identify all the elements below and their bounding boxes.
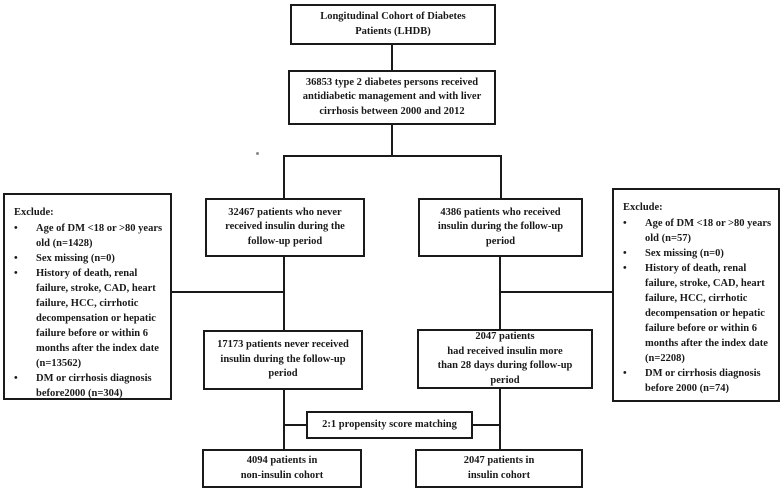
exclude-bullet-text: History of death, renal failure, stroke,…: [36, 268, 159, 369]
connector-never-insulin-2-down: [283, 390, 285, 449]
exclude-bullet: • Sex missing (n=0): [623, 246, 774, 261]
exclude-bullet-text: DM or cirrhosis diagnosis before2000 (n=…: [36, 373, 152, 399]
exclude-bullet: • History of death, renal failure, strok…: [14, 266, 166, 371]
exclude-bullet-text: Age of DM <18 or >80 years old (n=57): [645, 218, 772, 244]
box-lhdb-source: Longitudinal Cohort of Diabetes Patients…: [290, 4, 496, 45]
bullet-icon: •: [623, 368, 627, 379]
box-text-line: period: [490, 374, 520, 386]
connector-lhdb-to-cohort: [391, 45, 393, 71]
connector-branch-to-insulin: [500, 155, 502, 198]
exclude-heading: Exclude:: [623, 202, 663, 213]
box-text-line: Patients (LHDB): [355, 25, 431, 37]
box-exclude-insulin: Exclude: • Age of DM <18 or >80 years ol…: [612, 188, 780, 402]
exclude-heading: Exclude:: [14, 207, 54, 218]
box-text-line: insulin cohort: [467, 469, 531, 481]
bullet-icon: •: [14, 253, 18, 264]
box-received-insulin: 4386 patients who received insulin durin…: [418, 198, 583, 257]
bullet-icon: •: [14, 268, 18, 279]
exclude-bullet-text: Sex missing (n=0): [645, 248, 724, 259]
exclude-bullet: • History of death, renal failure, strok…: [623, 261, 774, 366]
box-text-line: period: [485, 235, 516, 247]
box-text-line: insulin during the follow-up: [220, 353, 346, 365]
connector-insulin-28-down: [499, 388, 501, 449]
box-text-line: follow-up period: [247, 235, 323, 247]
exclude-bullet-text: History of death, renal failure, stroke,…: [645, 263, 768, 364]
box-insulin-more-than-28-days: 2047 patients had received insulin more …: [417, 329, 593, 389]
box-text-line: antidiabetic management and with liver: [302, 91, 482, 103]
box-non-insulin-cohort: 4094 patients in non-insulin cohort: [202, 449, 362, 488]
connector-matching-left: [284, 424, 306, 426]
bullet-icon: •: [623, 248, 627, 259]
box-never-received-insulin: 32467 patients who never received insuli…: [205, 198, 365, 257]
box-text-line: 2:1 propensity score matching: [322, 418, 457, 430]
connector-branch-horizontal: [283, 155, 502, 157]
box-text-line: 4386 patients who received: [440, 206, 561, 218]
box-insulin-cohort: 2047 patients in insulin cohort: [415, 449, 583, 488]
box-text-line: than 28 days during follow-up: [437, 360, 573, 371]
box-text-line: 2047 patients: [475, 331, 535, 342]
box-text-line: 2047 patients in: [463, 455, 535, 466]
connector-to-exclude-right: [499, 291, 612, 293]
box-text-line: 36853 type 2 diabetes persons received: [305, 76, 479, 88]
box-text-line: period: [268, 368, 298, 380]
box-propensity-score-matching: 2:1 propensity score matching: [306, 411, 473, 439]
connector-to-exclude-left: [172, 291, 284, 293]
box-text-line: insulin during the follow-up: [437, 221, 564, 233]
bullet-icon: •: [623, 218, 627, 229]
connector-never-insulin-down: [283, 257, 285, 330]
box-text-line: received insulin during the: [225, 221, 345, 233]
stray-dot-artifact: [256, 152, 259, 155]
bullet-icon: •: [14, 373, 18, 384]
box-text-line: 4094 patients in: [246, 455, 318, 466]
exclude-bullet: • Sex missing (n=0): [14, 251, 166, 266]
box-text-line: had received insulin more: [447, 345, 563, 357]
exclude-bullet-text: Sex missing (n=0): [36, 253, 115, 264]
box-text-line: Longitudinal Cohort of Diabetes: [320, 11, 466, 22]
exclude-bullet-text: DM or cirrhosis diagnosis before 2000 (n…: [645, 368, 761, 394]
connector-matching-right: [473, 424, 500, 426]
box-never-received-insulin-final: 17173 patients never received insulin du…: [203, 330, 363, 390]
bullet-icon: •: [14, 223, 18, 234]
connector-cohort-to-branch: [391, 125, 393, 157]
box-text-line: 32467 patients who never: [228, 206, 342, 218]
box-exclude-non-insulin: Exclude: • Age of DM <18 or >80 years ol…: [3, 193, 172, 400]
box-text-line: cirrhosis between 2000 and 2012: [319, 105, 465, 117]
connector-insulin-down: [499, 257, 501, 329]
box-text-line: 17173 patients never received: [217, 339, 349, 351]
connector-branch-to-never-insulin: [283, 155, 285, 198]
bullet-icon: •: [623, 263, 627, 274]
exclude-bullet: • Age of DM <18 or >80 years old (n=1428…: [14, 221, 166, 251]
exclude-bullet: • Age of DM <18 or >80 years old (n=57): [623, 216, 774, 246]
exclude-bullet-text: Age of DM <18 or >80 years old (n=1428): [36, 223, 163, 249]
box-total-cohort: 36853 type 2 diabetes persons received a…: [288, 70, 496, 125]
exclude-bullet: • DM or cirrhosis diagnosis before2000 (…: [14, 371, 166, 401]
box-text-line: non-insulin cohort: [240, 469, 324, 481]
exclude-bullet: • DM or cirrhosis diagnosis before 2000 …: [623, 366, 774, 396]
